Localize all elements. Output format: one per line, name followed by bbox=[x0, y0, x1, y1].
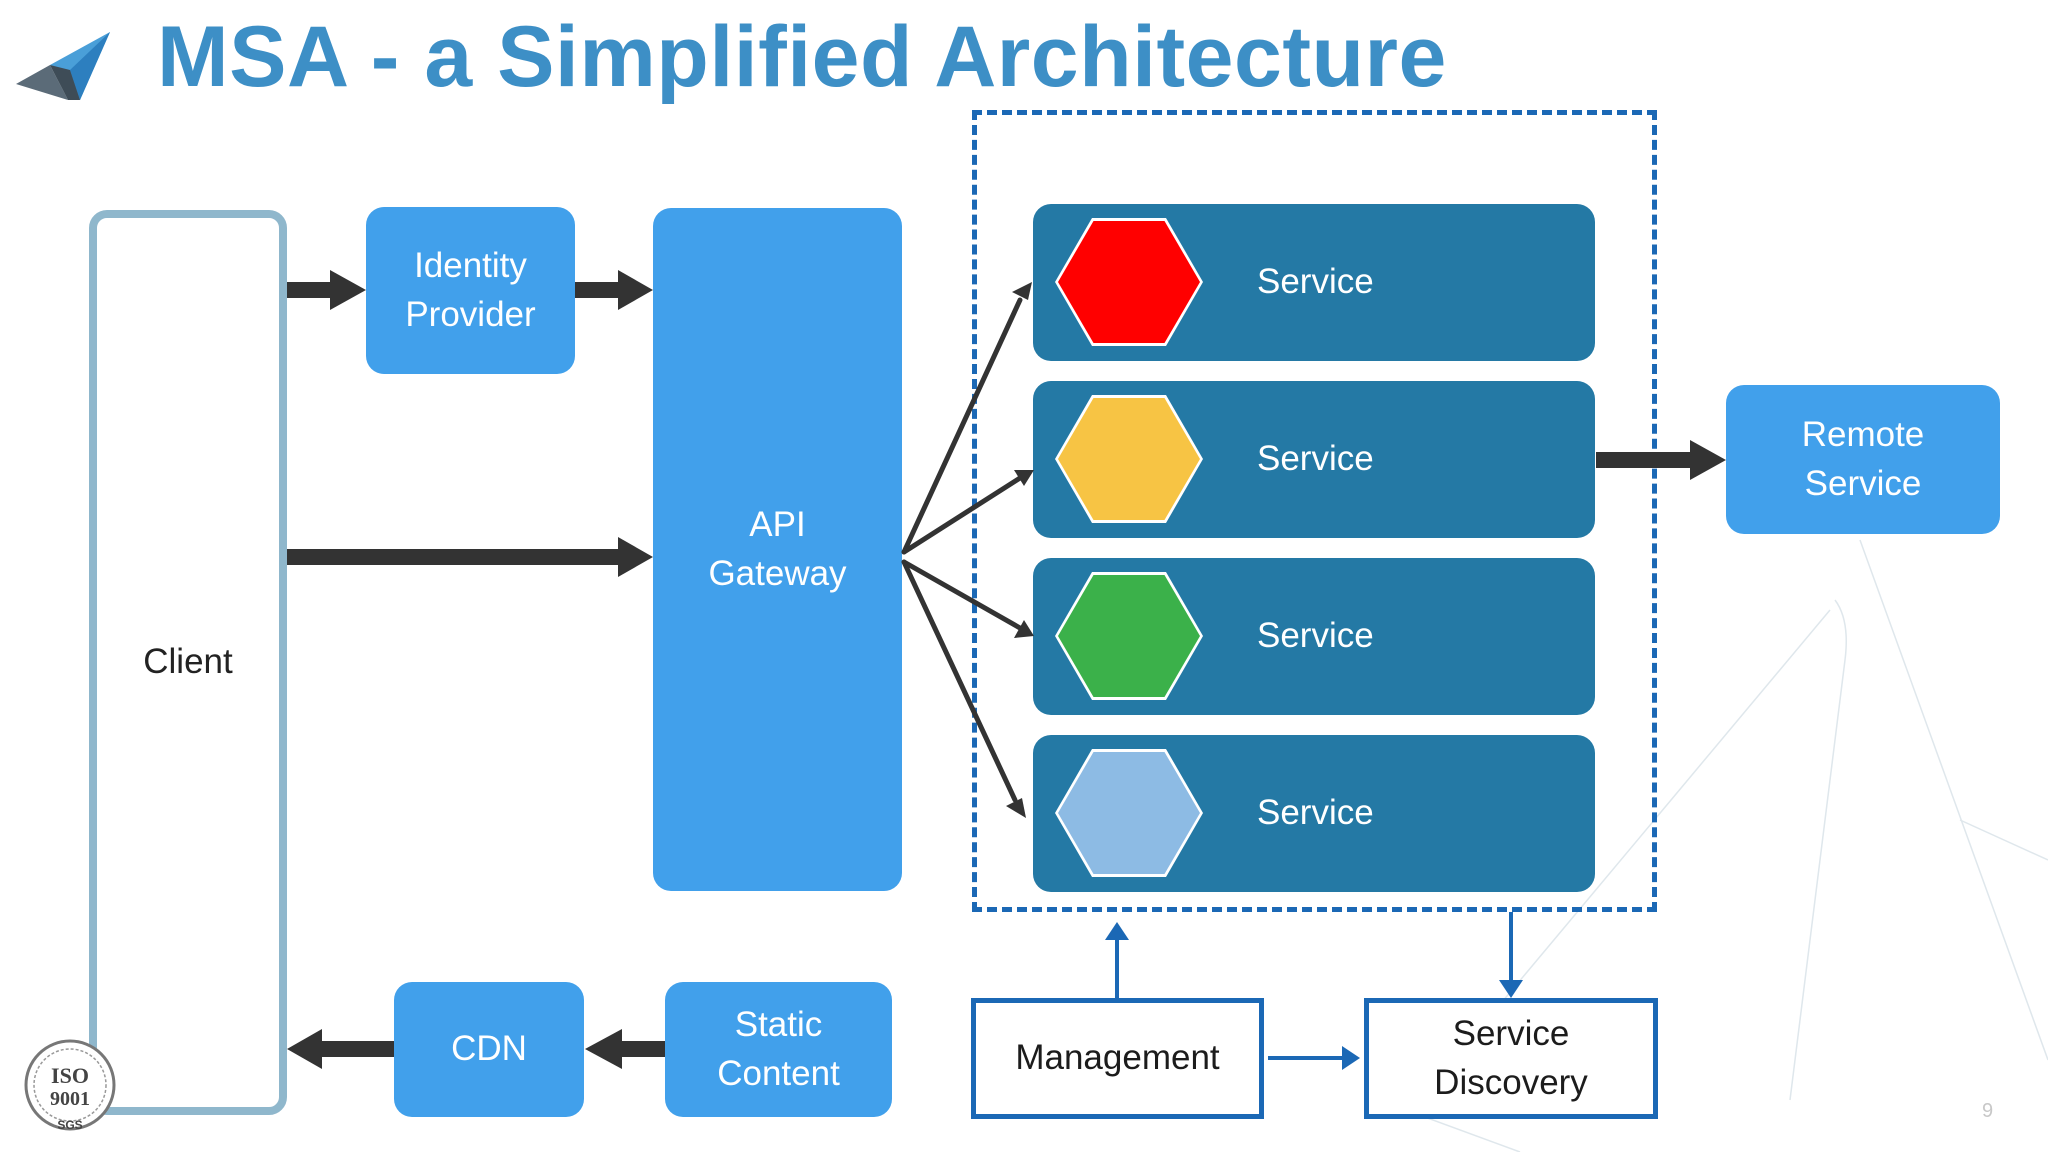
page-number: 9 bbox=[1982, 1100, 1994, 1122]
company-logo-icon bbox=[16, 32, 110, 100]
service-label: Service bbox=[1257, 262, 1374, 302]
background-line bbox=[1959, 819, 2048, 861]
management-box: Management bbox=[971, 998, 1264, 1119]
background-line bbox=[1789, 599, 1847, 1101]
background-line bbox=[1859, 539, 2048, 1061]
service-hexagon-icon bbox=[1055, 395, 1203, 523]
page-title: MSA - a Simplified Architecture bbox=[157, 9, 1447, 105]
static-content-label: Static Content bbox=[717, 1005, 840, 1093]
client-box: Client bbox=[89, 210, 287, 1115]
service-discovery-label: Service Discovery bbox=[1434, 1014, 1588, 1102]
client-label: Client bbox=[143, 642, 233, 682]
service-box: Service bbox=[1033, 204, 1595, 361]
service-hexagon-fill bbox=[1058, 221, 1200, 343]
service-label: Service bbox=[1257, 616, 1374, 656]
identity-provider-label: Identity Provider bbox=[405, 246, 536, 334]
service-box: Service bbox=[1033, 558, 1595, 715]
service-label: Service bbox=[1257, 793, 1374, 833]
service-hexagon-icon bbox=[1055, 749, 1203, 877]
service-hexagon-fill bbox=[1058, 752, 1200, 874]
svg-text:ISO: ISO bbox=[51, 1063, 89, 1088]
service-box: Service bbox=[1033, 381, 1595, 538]
static-content-box: Static Content bbox=[665, 982, 892, 1117]
service-hexagon-fill bbox=[1058, 398, 1200, 520]
cdn-label: CDN bbox=[451, 1029, 527, 1069]
cdn-box: CDN bbox=[394, 982, 584, 1117]
service-label: Service bbox=[1257, 439, 1374, 479]
api-gateway-box: API Gateway bbox=[653, 208, 902, 891]
svg-text:9001: 9001 bbox=[50, 1088, 90, 1110]
remote-service-label: Remote Service bbox=[1801, 415, 1925, 503]
identity-provider-box: Identity Provider bbox=[366, 207, 575, 374]
service-box: Service bbox=[1033, 735, 1595, 892]
remote-service-box: Remote Service bbox=[1726, 385, 2000, 534]
service-hexagon-icon bbox=[1055, 572, 1203, 700]
management-label: Management bbox=[1015, 1038, 1220, 1078]
api-gateway-label: API Gateway bbox=[708, 505, 847, 593]
iso-9001-badge-icon: ISO 9001 SGS bbox=[24, 1039, 116, 1132]
svg-text:SGS: SGS bbox=[57, 1118, 82, 1132]
service-hexagon-fill bbox=[1058, 575, 1200, 697]
service-discovery-box: Service Discovery bbox=[1364, 998, 1658, 1119]
service-hexagon-icon bbox=[1055, 218, 1203, 346]
